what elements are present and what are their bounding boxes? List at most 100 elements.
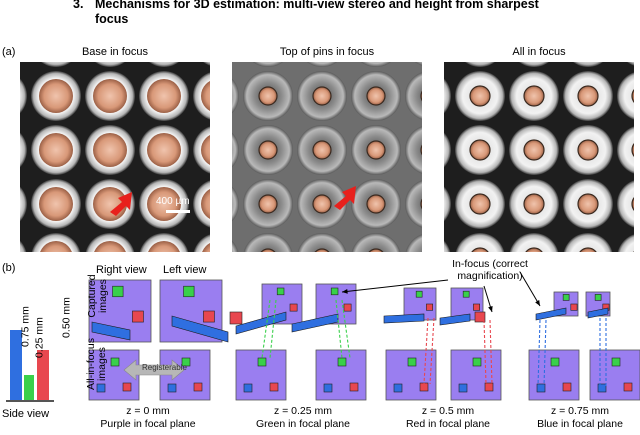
green-cube (472, 357, 482, 367)
side-bar-blue (10, 330, 22, 400)
red-cube (132, 310, 144, 323)
pin-head (631, 143, 634, 157)
pin-well (20, 240, 27, 252)
heading-line2: focus (95, 12, 129, 26)
all-in-focus-col3-1 (589, 349, 640, 401)
blue-cube (96, 383, 106, 393)
green-cube (112, 285, 124, 298)
right-view-label: Right view (96, 264, 147, 276)
pin-well (444, 186, 451, 222)
blue-cube (393, 383, 403, 393)
row-label-all-in-focus: All-in-focus images (85, 338, 108, 390)
green-cube (110, 357, 120, 367)
pin-head (469, 85, 491, 107)
pin-head (577, 139, 599, 161)
blue-cube (458, 383, 468, 393)
pin-head (201, 135, 210, 165)
all-in-focus-col2-1 (450, 349, 502, 401)
pin-head (260, 248, 276, 252)
pin-well (405, 126, 422, 174)
pin-head (94, 241, 126, 252)
green-cube (330, 287, 339, 296)
pin-well (203, 62, 210, 66)
pin-well (20, 132, 27, 168)
pin-well (617, 180, 634, 228)
dashed-guide (537, 319, 541, 387)
col2-plane: Red in focal plane (405, 418, 491, 430)
heading-line1: Mechanisms for 3D estimation: multi-view… (95, 0, 539, 11)
red-cube (269, 382, 279, 392)
bar-label-1-wrap: 0.25 mm (34, 317, 46, 360)
pin-well (307, 62, 337, 67)
pin-well (465, 62, 495, 67)
pin-well (617, 72, 634, 120)
pin-head (201, 189, 210, 219)
row-label-aif-wrap: All-in-focus images (60, 338, 120, 405)
red-cube (343, 303, 352, 312)
pin-well (95, 62, 125, 67)
side-base (6, 400, 54, 402)
pin-head (40, 241, 72, 252)
red-cube (122, 382, 132, 392)
green-cube (462, 290, 470, 298)
pin-head (148, 241, 180, 252)
red-cube (419, 382, 429, 392)
red-cube (623, 382, 633, 392)
pin-head (469, 139, 491, 161)
pin-well (232, 240, 239, 252)
red-arrow-icon (110, 192, 132, 216)
pin-head (366, 140, 386, 160)
annotation-arrow-blue (519, 271, 541, 307)
left-view-label: Left view (163, 264, 207, 276)
col1-z: z = 0.25 mm (273, 405, 333, 417)
green-cube (337, 357, 347, 367)
pin-head (39, 79, 73, 113)
panel-a-label: (a) (2, 46, 16, 58)
pin-head (366, 86, 386, 106)
red-arrow-icon (334, 186, 356, 210)
side-view-label: Side view (2, 408, 50, 420)
micrograph-svg (232, 62, 422, 252)
dashed-guide (543, 319, 547, 387)
pin-well (351, 233, 401, 252)
blue-slab (439, 313, 471, 326)
dashed-guide (489, 319, 493, 385)
pin-head (201, 81, 210, 111)
pin-well (455, 233, 505, 252)
pin-head (93, 133, 127, 167)
pin-head (631, 89, 634, 103)
annotation-arrow-red-head (488, 306, 493, 312)
col2-z: z = 0.5 mm (421, 405, 475, 417)
pin-well (405, 234, 422, 252)
pin-head (202, 243, 210, 252)
blue-cube (167, 383, 177, 393)
pin-head (314, 248, 330, 252)
pin-well (20, 78, 27, 114)
red-cube (562, 382, 572, 392)
blue-slab (383, 313, 425, 324)
all-in-focus-col1-1 (315, 349, 367, 401)
registerable-arrow-icon (123, 359, 185, 381)
heading-number: 3. (73, 0, 84, 11)
red-cube (473, 303, 480, 311)
all-in-focus-col3-0 (528, 349, 580, 401)
annotation-arrow-green (341, 279, 449, 293)
side-bar-red (37, 350, 49, 400)
col1-plane: Green in focal plane (256, 418, 350, 430)
pin-well (253, 62, 283, 67)
pin-well (444, 240, 451, 252)
pin-well (232, 78, 239, 114)
pin-well (617, 234, 634, 252)
col3-plane: Blue in focal plane (537, 418, 623, 430)
micrograph-svg (444, 62, 634, 252)
pin-head (312, 86, 332, 106)
red-cube (193, 382, 203, 392)
green-cube (562, 294, 570, 301)
col3-z: z = 0.75 mm (550, 405, 610, 417)
bar-label-0-wrap: 0.75 mm (9, 287, 32, 347)
annotation-arrow-blue-head (535, 300, 540, 306)
pin-head (523, 193, 545, 215)
pin-head (368, 248, 384, 252)
micrograph-top-in-focus (232, 62, 422, 252)
